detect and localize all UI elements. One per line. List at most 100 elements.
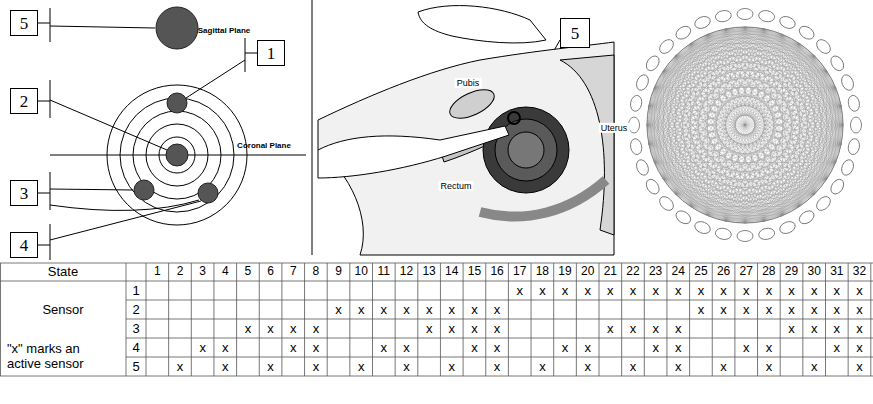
active-mark: x [720,302,727,317]
mesh-lines [648,106,649,144]
leader-line [50,100,167,150]
anatomy-section [483,107,569,193]
callout-number: 3 [20,185,29,202]
mesh-lines [649,34,708,144]
sensor-number: 4 [132,340,139,355]
active-mark: x [267,359,274,374]
state-number: 16 [490,265,503,279]
electrode-oval [758,9,776,23]
active-mark: x [675,321,682,336]
table-grid [666,263,667,376]
mesh-lines [664,56,676,71]
mesh-lines [664,71,676,195]
mesh-lines [707,34,835,162]
table-grid [531,263,532,376]
state-number: 14 [445,265,458,279]
mesh-lines [690,44,691,207]
active-mark: x [630,283,637,298]
active-mark: x [743,340,750,355]
mesh-lines [726,29,841,106]
state-number: 22 [626,265,639,279]
sensor-dot [156,7,198,49]
state-number: 31 [830,265,843,279]
active-mark: x [652,321,659,336]
electrode-oval [839,158,855,177]
mesh-lines [649,27,745,106]
anatomy-label: Uterus [599,123,630,133]
active-mark: x [381,340,388,355]
active-mark: x [720,359,727,374]
mesh-lines [647,71,664,125]
mesh-lines [676,29,726,194]
mesh-lines [691,44,843,125]
mesh-lines [726,28,764,29]
mesh-lines [691,34,708,43]
mesh-lines [726,221,764,222]
active-mark: x [788,283,795,298]
mesh-lines [726,29,836,163]
mesh-lines [726,27,745,29]
active-mark: x [652,283,659,298]
callout-box: 5 [560,18,590,48]
mesh-lines [654,87,675,194]
electrode-oval [737,231,753,242]
mesh-lines [654,163,764,222]
active-mark: x [516,283,523,298]
active-mark: x [539,359,546,374]
table-grid [126,357,873,358]
state-number: 23 [649,265,662,279]
mesh-lines [654,71,663,88]
mesh-lines [745,206,799,223]
active-mark: x [788,321,795,336]
table-grid [825,263,826,376]
mesh-lines [764,125,843,221]
sensor-number: 5 [132,359,139,374]
mesh-lines [647,29,726,125]
mesh-lines [726,29,745,223]
mesh-lines [654,34,707,87]
active-mark: x [766,359,773,374]
state-number: 9 [335,265,342,279]
active-mark: x [811,359,818,374]
leader-line [50,201,201,240]
table-grid [0,263,873,264]
mesh-lines [649,44,691,106]
mesh-lines [663,71,664,180]
mesh-lines [676,56,827,180]
leader-line [50,172,51,210]
table-grid [146,263,147,376]
state-number: 18 [536,265,549,279]
table-grid [349,263,350,376]
panel-divider [312,0,313,255]
table-grid [304,263,305,376]
mesh-lines [647,125,826,179]
state-number: 21 [604,265,617,279]
sensor-dot [198,183,218,203]
anatomy-section [508,112,520,124]
mesh-lines [691,44,726,222]
state-number: 17 [513,265,526,279]
active-mark: x [743,302,750,317]
active-mark: x [698,302,705,317]
table-grid [463,263,464,376]
mesh-lines [664,179,676,194]
anatomy-label: Rectum [438,181,473,191]
sensor-dot [134,7,218,203]
active-mark: x [766,340,773,355]
electrode-oval [644,54,662,73]
mesh-lines [707,34,725,221]
active-mark: x [834,302,841,317]
mesh-lines [647,125,745,223]
active-mark: x [811,283,818,298]
state-number: 10 [354,265,367,279]
active-mark: x [494,302,501,317]
state-number: 19 [558,265,571,279]
anatomy-section [418,6,546,43]
table-grid [213,263,214,376]
mesh-lines [664,71,708,216]
mesh-lines [664,71,836,163]
mesh-lines [654,71,663,163]
plane-label: Sagittal Plane [198,26,250,35]
electrode-oval [714,9,732,23]
